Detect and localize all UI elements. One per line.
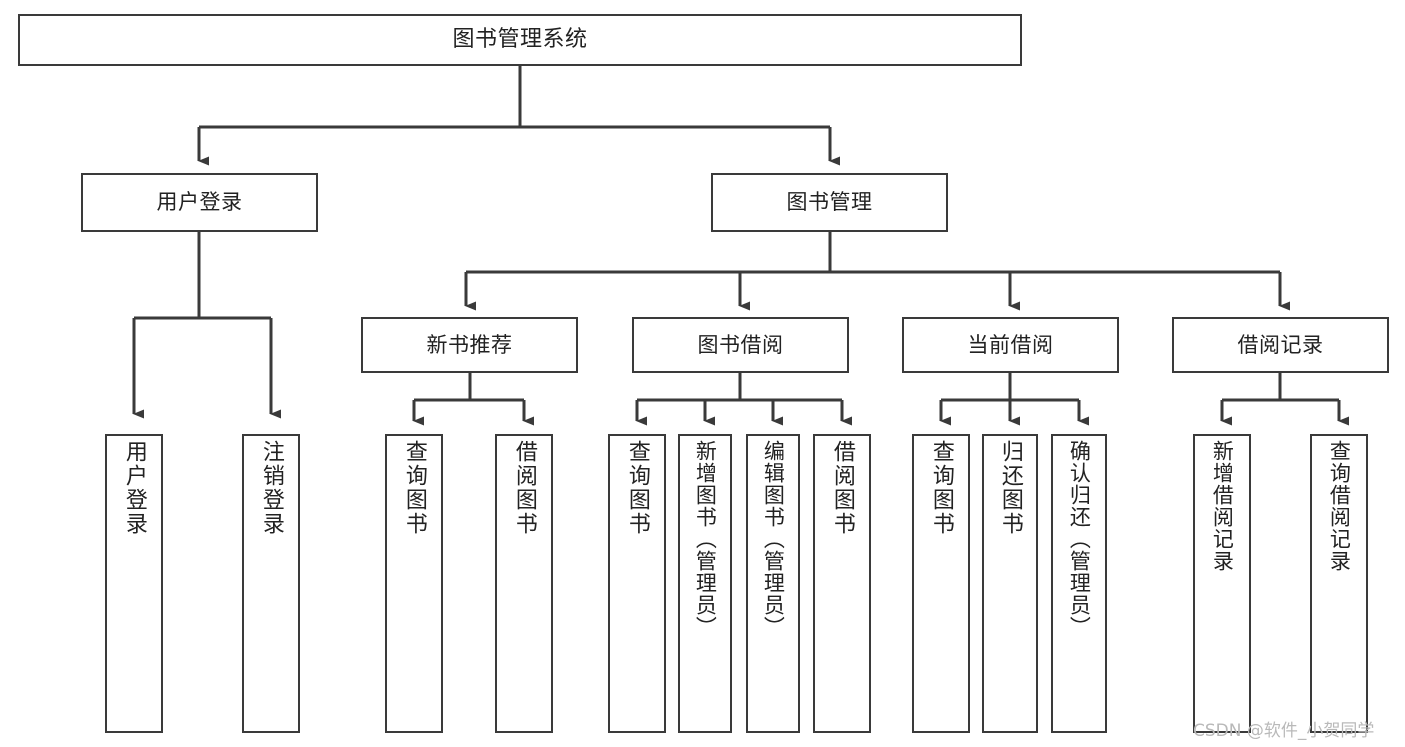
node-leaf-user-login-label: 用户登录 bbox=[121, 440, 147, 536]
node-root-label: 图书管理系统 bbox=[452, 27, 588, 53]
node-borrow-record[interactable]: 借阅记录 bbox=[1172, 317, 1389, 373]
node-leaf-confirm-return-label: 确认归还（管理员） bbox=[1067, 440, 1092, 638]
node-leaf-user-login[interactable]: 用户登录 bbox=[105, 434, 163, 733]
node-leaf-add-record-label: 新增借阅记录 bbox=[1210, 440, 1235, 572]
node-leaf-query-book-2-label: 查询图书 bbox=[624, 440, 650, 536]
node-leaf-query-record-label: 查询借阅记录 bbox=[1327, 440, 1352, 572]
node-leaf-borrow-book-1[interactable]: 借阅图书 bbox=[495, 434, 553, 733]
node-book-borrow[interactable]: 图书借阅 bbox=[632, 317, 849, 373]
node-root[interactable]: 图书管理系统 bbox=[18, 14, 1022, 66]
csdn-watermark: CSDN @软件_小贺同学 bbox=[1193, 721, 1375, 741]
node-leaf-query-book-2[interactable]: 查询图书 bbox=[608, 434, 666, 733]
node-user-login-label: 用户登录 bbox=[156, 190, 243, 215]
node-leaf-borrow-book-2[interactable]: 借阅图书 bbox=[813, 434, 871, 733]
node-leaf-edit-book-label: 编辑图书（管理员） bbox=[761, 440, 786, 638]
node-book-borrow-label: 图书借阅 bbox=[697, 332, 784, 357]
node-leaf-query-book-3[interactable]: 查询图书 bbox=[912, 434, 970, 733]
node-leaf-return-book-label: 归还图书 bbox=[997, 440, 1023, 536]
node-leaf-query-record[interactable]: 查询借阅记录 bbox=[1310, 434, 1368, 733]
node-current-borrow-label: 当前借阅 bbox=[967, 332, 1054, 357]
node-book-manage-label: 图书管理 bbox=[786, 190, 873, 215]
node-new-book-rec[interactable]: 新书推荐 bbox=[361, 317, 578, 373]
node-user-login[interactable]: 用户登录 bbox=[81, 173, 318, 232]
node-leaf-query-book-3-label: 查询图书 bbox=[928, 440, 954, 536]
node-current-borrow[interactable]: 当前借阅 bbox=[902, 317, 1119, 373]
node-borrow-record-label: 借阅记录 bbox=[1237, 332, 1324, 357]
node-leaf-logout[interactable]: 注销登录 bbox=[242, 434, 300, 733]
node-leaf-logout-label: 注销登录 bbox=[258, 440, 284, 536]
node-leaf-confirm-return[interactable]: 确认归还（管理员） bbox=[1051, 434, 1107, 733]
node-leaf-return-book[interactable]: 归还图书 bbox=[982, 434, 1038, 733]
node-new-book-rec-label: 新书推荐 bbox=[426, 332, 513, 357]
node-leaf-add-record[interactable]: 新增借阅记录 bbox=[1193, 434, 1251, 733]
node-book-manage[interactable]: 图书管理 bbox=[711, 173, 948, 232]
node-leaf-add-book-label: 新增图书（管理员） bbox=[693, 440, 718, 638]
node-leaf-add-book[interactable]: 新增图书（管理员） bbox=[678, 434, 732, 733]
node-leaf-borrow-book-1-label: 借阅图书 bbox=[511, 440, 537, 536]
node-leaf-query-book-1-label: 查询图书 bbox=[401, 440, 427, 536]
node-leaf-borrow-book-2-label: 借阅图书 bbox=[829, 440, 855, 536]
node-leaf-query-book-1[interactable]: 查询图书 bbox=[385, 434, 443, 733]
node-leaf-edit-book[interactable]: 编辑图书（管理员） bbox=[746, 434, 800, 733]
